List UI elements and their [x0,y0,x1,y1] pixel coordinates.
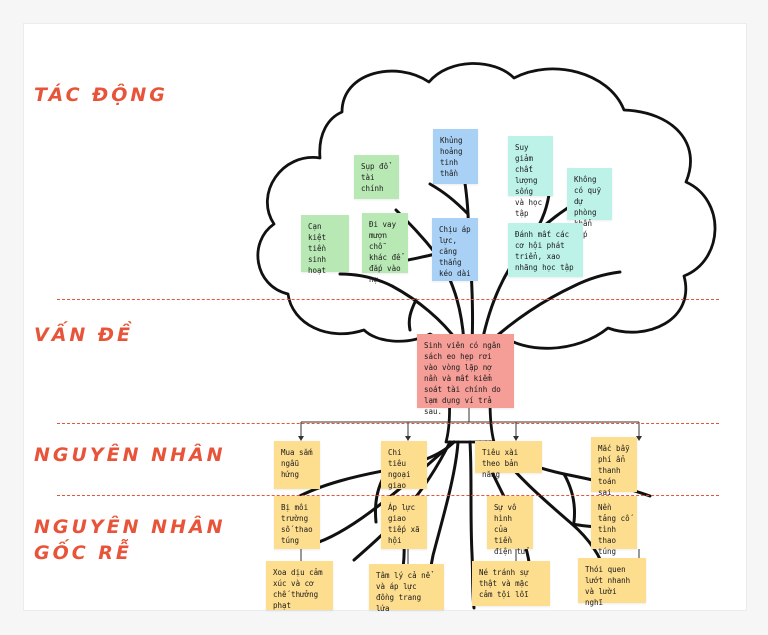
cause-note-hidden-fee[interactable]: Mắc bẫy phí ẩn thanh toán sai [591,437,637,497]
impact-note-no-reserve[interactable]: Không có quỹ dự phòng khẩn cấp [567,168,612,239]
impact-note-deplete-living[interactable]: Cạn kiệt tiền sinh hoạt [301,215,349,275]
impact-note-financial-collapse[interactable]: Sụp đổ tài chính [354,155,399,199]
cause-note-instinct[interactable]: Tiêu xài theo bản năng [475,441,542,479]
divider-impact-problem [57,299,719,300]
section-label-problem: VẤN ĐỀ [34,324,133,346]
section-label-root-cause: NGUYÊN NHÂN GỐC RỄ [34,516,226,564]
root-note-platform[interactable]: Nền tảng cố tình thao túng [591,496,637,556]
cause-arrowheads [298,436,642,441]
diagram-board: TÁC ĐỘNG VẤN ĐỀ NGUYÊN NHÂN NGUYÊN NHÂN … [23,23,747,613]
root-note-avoid-truth[interactable]: Né tránh sự thật và mặc cảm tội lỗi [472,561,550,606]
root-note-digital-money[interactable]: Sự vô hình của tiền điện tử [487,496,533,556]
divider-cause-rootcause [57,495,719,496]
root-note-env[interactable]: Bị môi trường số thao túng [274,496,320,549]
root-note-inferiority[interactable]: Tâm lý cả nể và áp lực đồng trang lứa [369,564,444,613]
root-note-lazy-habit[interactable]: Thói quen lướt nhanh và lười nghĩ [578,558,646,607]
divider-problem-cause [57,423,719,424]
impact-note-lost-opportunity[interactable]: Đánh mất các cơ hội phát triển, xao nhãn… [508,223,583,277]
impact-note-mental-crisis[interactable]: Khủng hoảng tinh thần [433,129,478,184]
cause-note-impulse[interactable]: Mua sắm ngẫu hứng [274,441,320,489]
impact-note-decline-quality[interactable]: Suy giảm chất lượng sống và học tập [508,136,553,218]
section-label-cause: NGUYÊN NHÂN [34,444,226,466]
section-label-impact: TÁC ĐỘNG [34,84,168,106]
root-note-comm-pressure[interactable]: Áp lực giao tiếp xã hội [381,496,427,549]
impact-note-pressure[interactable]: Chịu áp lực, căng thẳng kéo dài [432,218,478,281]
tree-canopy-outline [256,62,717,350]
problem-note[interactable]: Sinh viên có ngân sách eo hẹp rơi vào vò… [417,334,514,416]
impact-note-borrow[interactable]: Đi vay mượn chỗ khác để đắp vào nợ. [362,213,408,284]
cause-connectors [300,408,640,438]
cause-note-social[interactable]: Chi tiêu ngoại giao [381,441,427,490]
root-connectors [300,549,640,564]
root-note-soothe[interactable]: Xoa dịu cảm xúc và cơ chế thưởng phạt [266,561,333,610]
